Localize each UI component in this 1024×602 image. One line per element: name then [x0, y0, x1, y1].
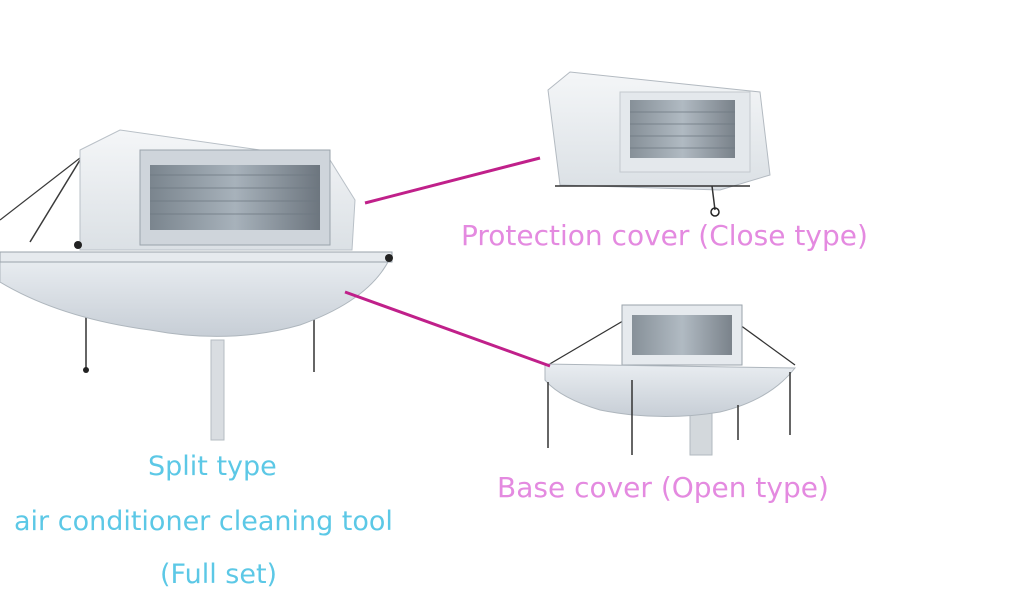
- split-type-subtitle: air conditioner cleaning tool: [14, 506, 393, 537]
- coil-icon: [632, 315, 732, 355]
- full-set-product: [0, 129, 393, 441]
- coil-icon: [150, 165, 320, 230]
- coil-icon: [630, 100, 735, 158]
- protection-cover-product: [547, 71, 771, 217]
- split-type-label: Split type: [148, 451, 277, 482]
- connector-line-base: [344, 290, 551, 368]
- protection-cover-label: Protection cover (Close type): [461, 219, 868, 252]
- connector-line-protection: [364, 156, 541, 205]
- drain-hose: [210, 339, 225, 441]
- base-cover-product: [544, 304, 797, 456]
- base-cover-label: Base cover (Open type): [497, 471, 829, 504]
- full-set-label: (Full set): [160, 559, 278, 590]
